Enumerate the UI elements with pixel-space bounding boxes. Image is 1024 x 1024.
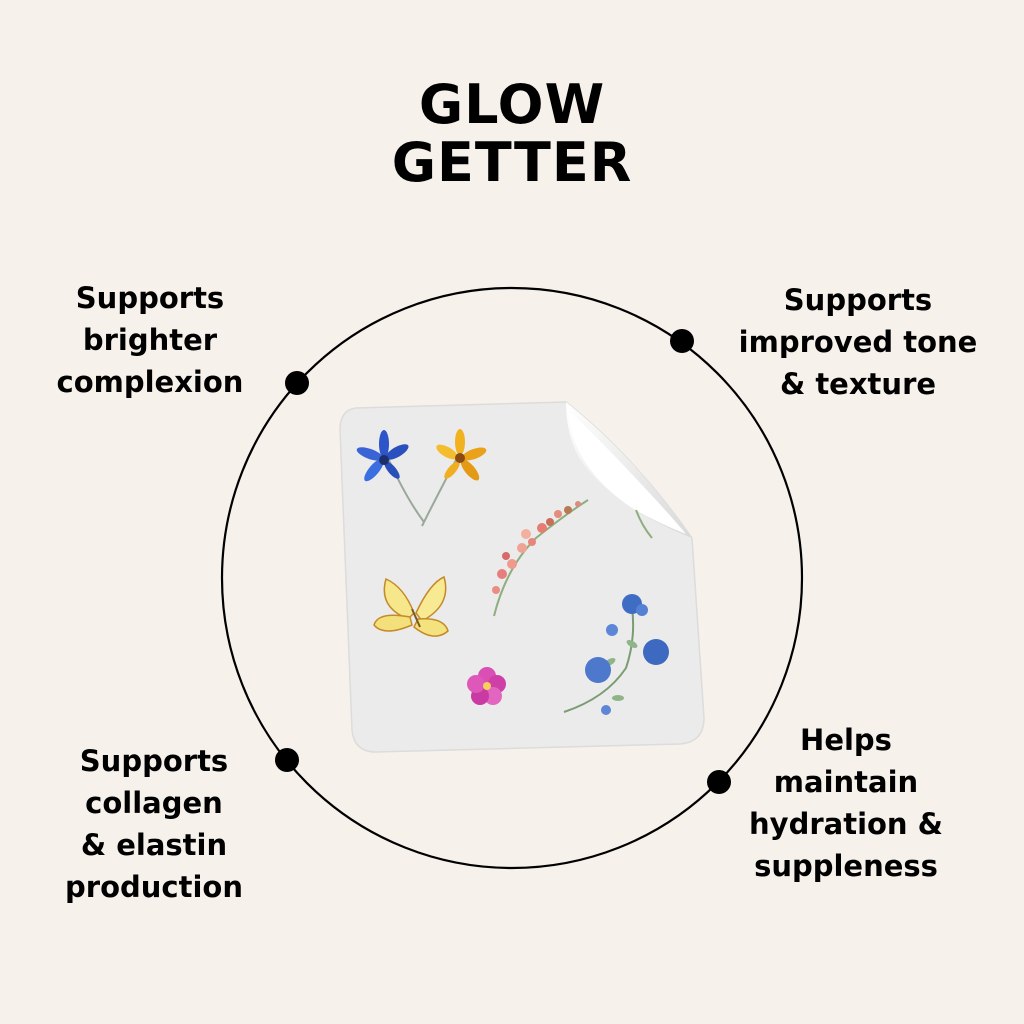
yellow-daisy-icon — [421, 429, 487, 527]
title-line-2: GETTER — [391, 131, 633, 194]
benefit-collagen-elastin: Supports collagen & elastin production — [0, 740, 314, 908]
benefit-line: brighter — [82, 323, 218, 357]
benefit-hydration-suppleness: Helps maintain hydration & suppleness — [686, 719, 1006, 887]
magenta-flower-icon — [467, 667, 506, 705]
benefit-tone-texture: Supports improved tone & texture — [698, 279, 1018, 405]
pink-stalk-icon — [492, 499, 589, 617]
benefit-line: collagen — [85, 786, 223, 820]
benefit-line: Supports — [79, 744, 229, 778]
title-line-1: GLOW — [418, 73, 606, 136]
patch-curl-back — [568, 410, 686, 534]
stem-sprig-icon — [635, 509, 653, 539]
blue-flower-sprig-icon — [563, 594, 669, 715]
benefit-line: production — [65, 870, 243, 904]
benefit-line: hydration & — [749, 807, 943, 841]
page-title: GLOW GETTER — [0, 76, 1024, 192]
benefit-line: complexion — [56, 365, 244, 399]
patch-illustration — [339, 401, 705, 753]
benefit-line: & elastin — [80, 828, 228, 862]
blue-daisy-icon — [356, 430, 425, 523]
butterfly-icon — [373, 575, 449, 637]
benefit-line: suppleness — [754, 849, 938, 883]
ring-dot-top-right — [670, 329, 694, 353]
benefit-brighter-complexion: Supports brighter complexion — [0, 277, 310, 403]
benefit-line: Helps — [800, 723, 892, 757]
benefit-line: maintain — [773, 765, 919, 799]
benefit-line: & texture — [779, 367, 937, 401]
patch-curl — [566, 402, 692, 538]
benefit-line: Supports — [75, 281, 225, 315]
benefit-line: Supports — [783, 283, 933, 317]
benefit-line: improved tone — [738, 325, 978, 359]
